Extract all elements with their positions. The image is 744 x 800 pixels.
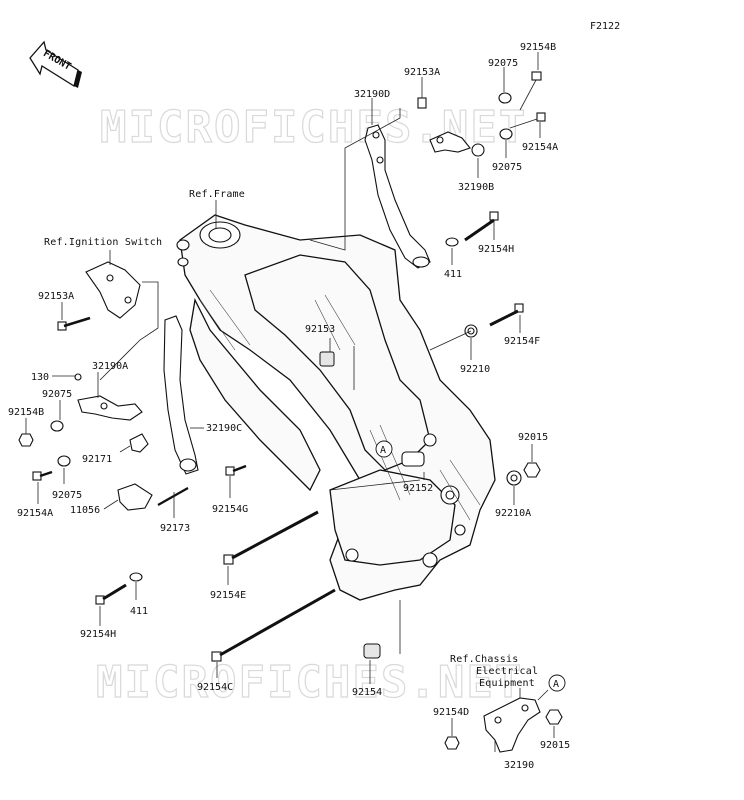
washer-411-left: [129, 572, 143, 582]
label-92154b-left: 92154B: [8, 407, 44, 418]
bolt-92154h-left: [95, 583, 127, 605]
label-92154a-right: 92154A: [522, 142, 558, 153]
nut-92015-bottom: [545, 709, 563, 725]
collar-92154-bottom: [363, 643, 381, 659]
svg-text:A: A: [380, 445, 386, 456]
label-92154a-left: 92154A: [17, 508, 53, 519]
part-labels: 92154B 92075 92153A 32190D 92154A 92075 …: [8, 42, 570, 771]
label-92015-bottom: 92015: [540, 740, 570, 751]
spacer-92152: [401, 451, 425, 467]
label-32190d: 32190D: [354, 89, 390, 100]
bolt-92154b-top: [519, 71, 542, 111]
label-92154e: 92154E: [210, 590, 246, 601]
label-92154h-right: 92154H: [478, 244, 514, 255]
ref-frame-label: Ref.Frame: [189, 189, 245, 200]
ref-ignition-label: Ref.Ignition Switch: [44, 237, 162, 248]
label-92154h-left: 92154H: [80, 629, 116, 640]
ref-chassis-line1: Ref.Chassis: [450, 654, 518, 665]
label-92153a-top: 92153A: [404, 67, 440, 78]
bolt-92153a-left: [57, 316, 91, 331]
collar-92210a: [506, 470, 522, 486]
bolt-92154a-left: [32, 470, 53, 481]
washer-92075-top: [498, 92, 512, 104]
marker-a-frame: A: [375, 440, 393, 458]
label-92154g: 92154G: [212, 504, 248, 515]
nut-92015-right: [523, 462, 541, 478]
bolt-92153a-top: [417, 97, 427, 109]
label-92210: 92210: [460, 364, 490, 375]
label-11056: 11056: [70, 505, 100, 516]
bracket-32190: [483, 697, 541, 753]
washer-92075-left: [50, 420, 64, 432]
label-92154d: 92154D: [433, 707, 469, 718]
label-92171: 92171: [82, 454, 112, 465]
label-32190c: 32190C: [206, 423, 242, 434]
bolt-92154f: [489, 303, 524, 327]
label-92154-bottom: 92154: [352, 687, 382, 698]
label-92153a-left: 92153A: [38, 291, 74, 302]
main-frame: [176, 214, 496, 601]
nut-130: [74, 373, 82, 381]
diagram-code: F2122: [590, 21, 620, 32]
svg-text:A: A: [553, 679, 559, 690]
label-92210a: 92210A: [495, 508, 531, 519]
bracket-32190c: [163, 315, 199, 475]
label-411-right: 411: [444, 269, 462, 280]
label-92154c: 92154C: [197, 682, 233, 693]
ref-chassis-line3: Equipment: [479, 678, 535, 689]
label-92015-right: 92015: [518, 432, 548, 443]
bracket-32190d: [364, 124, 431, 269]
label-92152: 92152: [403, 483, 433, 494]
bolt-92154a-right: [509, 112, 546, 129]
label-92154f: 92154F: [504, 336, 540, 347]
bolt-92154g: [225, 464, 247, 476]
label-92075-left: 92075: [42, 389, 72, 400]
bolt-92154d: [444, 736, 460, 750]
label-32190: 32190: [504, 760, 534, 771]
ref-chassis-line2: Electrical: [476, 666, 538, 677]
label-130: 130: [31, 372, 49, 383]
label-92075-left2: 92075: [52, 490, 82, 501]
washer-92075-mid: [499, 128, 513, 140]
label-92075-mid: 92075: [492, 162, 522, 173]
bolt-92154e: [223, 510, 319, 565]
ref-chassis-label: Ref.Chassis Electrical Equipment: [450, 654, 538, 689]
washer-92075-left2: [57, 455, 71, 467]
bolt-92173: [157, 487, 189, 506]
leader-lines: [25, 52, 555, 752]
bracket-32190b: [429, 131, 485, 157]
bracket-32190a: [77, 395, 143, 421]
front-arrow-icon: FRONT: [29, 40, 82, 88]
washer-411-right: [445, 237, 459, 247]
bracket-ignition-switch: [85, 261, 141, 319]
bolt-92154h-right: [464, 211, 499, 242]
label-92154b-top: 92154B: [520, 42, 556, 53]
label-32190a: 32190A: [92, 361, 128, 372]
clamp-92171: [129, 433, 149, 453]
label-92173: 92173: [160, 523, 190, 534]
watermark-bottom: MICROFICHES.NET: [96, 657, 523, 708]
bolt-92154b-left: [18, 433, 34, 447]
marker-a-chassis: A: [548, 674, 566, 692]
bolt-92154c: [211, 588, 336, 662]
label-92075-top: 92075: [488, 58, 518, 69]
label-32190b: 32190B: [458, 182, 494, 193]
bracket-11056: [117, 483, 153, 511]
label-411-left: 411: [130, 606, 148, 617]
label-92153: 92153: [305, 324, 335, 335]
stud-92153: [319, 351, 335, 367]
